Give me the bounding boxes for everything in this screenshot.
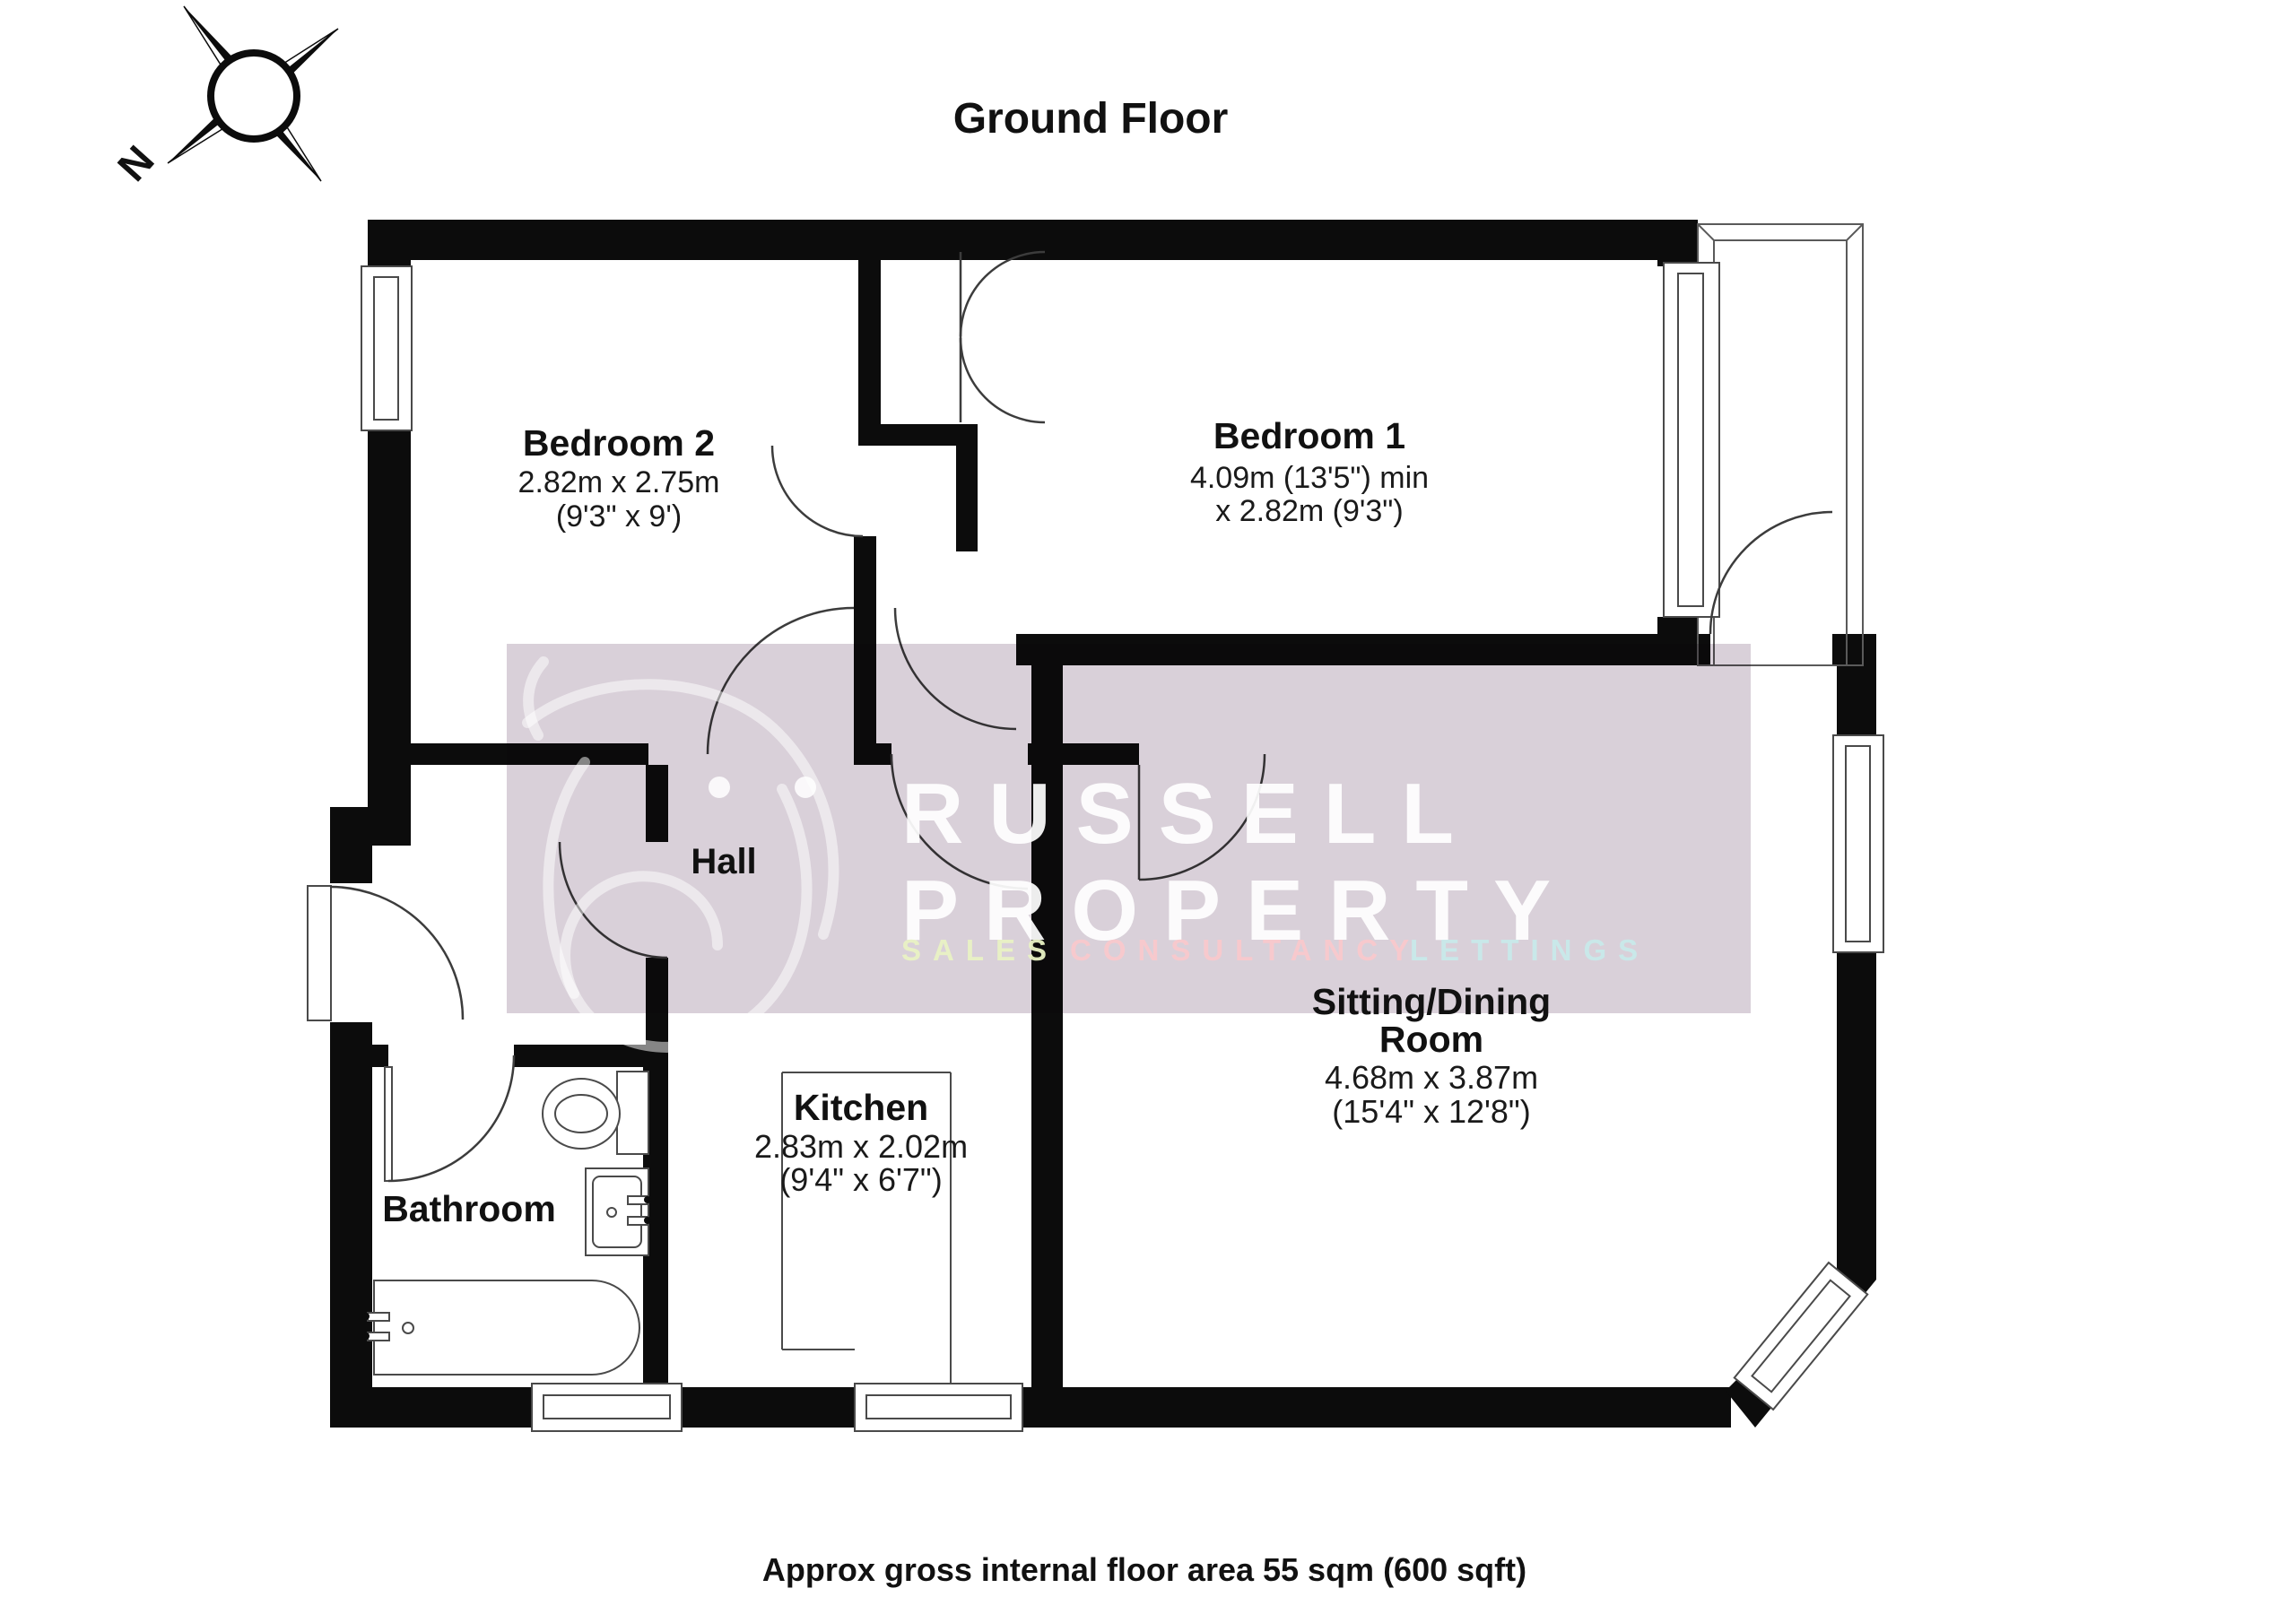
svg-text:Room: Room <box>1379 1019 1483 1060</box>
balcony-door <box>1709 510 1833 635</box>
bathroom-door <box>384 1055 516 1183</box>
svg-text:4.68m x 3.87m: 4.68m x 3.87m <box>1325 1059 1538 1096</box>
svg-text:2.82m x 2.75m: 2.82m x 2.75m <box>518 465 720 499</box>
svg-text:(9'3" x 9'): (9'3" x 9') <box>556 499 682 534</box>
bathroom-window <box>531 1383 683 1432</box>
room-label-hall: Hall <box>691 842 756 881</box>
entrance-door <box>307 885 465 1021</box>
room-label-bedroom-1: Bedroom 1 4.09m (13'5") min x 2.82m (9'3… <box>1190 415 1429 528</box>
watermark-text: RUSSELL PROPERTY SALES CONSULTANCY LETTI… <box>901 766 1649 967</box>
sitting-room-window <box>1832 734 1884 953</box>
compass-icon: N <box>109 5 339 190</box>
closet-doors <box>959 250 1046 424</box>
room-labels: Bedroom 2 2.82m x 2.75m (9'3" x 9') Bedr… <box>382 415 1551 1229</box>
watermark-tagline-consultancy: CONSULTANCY <box>1070 933 1421 967</box>
room-label-bedroom-2: Bedroom 2 2.82m x 2.75m (9'3" x 9') <box>518 422 720 534</box>
watermark-line1: RUSSELL <box>901 766 1479 862</box>
toilet-icon <box>542 1071 649 1155</box>
svg-text:(15'4" x 12'8"): (15'4" x 12'8") <box>1332 1093 1530 1130</box>
svg-text:(9'4" x 6'7"): (9'4" x 6'7") <box>779 1161 942 1198</box>
watermark-tagline-lettings: LETTINGS <box>1410 933 1649 967</box>
svg-text:Kitchen: Kitchen <box>794 1087 928 1128</box>
watermark-line2: PROPERTY <box>901 863 1576 959</box>
watermark-overlay <box>507 644 1751 1013</box>
svg-text:Bedroom 2: Bedroom 2 <box>523 422 715 464</box>
room-label-kitchen: Kitchen 2.83m x 2.02m (9'4" x 6'7") <box>754 1087 968 1198</box>
windows <box>361 262 1884 1432</box>
svg-text:Bedroom 1: Bedroom 1 <box>1213 415 1405 456</box>
bathtub-icon <box>362 1280 641 1376</box>
svg-text:2.83m x 2.02m: 2.83m x 2.02m <box>754 1128 968 1165</box>
page-title: Ground Floor <box>953 95 1229 143</box>
owl-logo-icon <box>522 656 839 1053</box>
watermark-tagline-sales: SALES <box>901 933 1058 967</box>
svg-text:Sitting/Dining: Sitting/Dining <box>1312 981 1551 1022</box>
inner-hall-door <box>770 445 864 538</box>
svg-text:Hall: Hall <box>691 842 756 881</box>
floor-area-caption: Approx gross internal floor area 55 sqm … <box>762 1551 1526 1588</box>
bedroom2-window <box>361 265 413 431</box>
bedroom1-window <box>1663 262 1720 618</box>
bay-window <box>1733 1261 1869 1411</box>
balcony-outline <box>1697 223 1864 666</box>
svg-text:x 2.82m (9'3"): x 2.82m (9'3") <box>1215 494 1403 528</box>
svg-text:Bathroom: Bathroom <box>382 1188 556 1229</box>
sink-icon <box>585 1167 651 1256</box>
kitchen-counters <box>781 1072 952 1384</box>
compass-north-label: N <box>109 136 163 189</box>
bathroom-fixtures <box>362 1071 651 1376</box>
room-label-sitting-dining: Sitting/Dining Room 4.68m x 3.87m (15'4"… <box>1312 981 1551 1130</box>
svg-text:4.09m (13'5") min: 4.09m (13'5") min <box>1190 461 1429 495</box>
kitchen-window <box>854 1383 1023 1432</box>
room-label-bathroom: Bathroom <box>382 1188 556 1229</box>
